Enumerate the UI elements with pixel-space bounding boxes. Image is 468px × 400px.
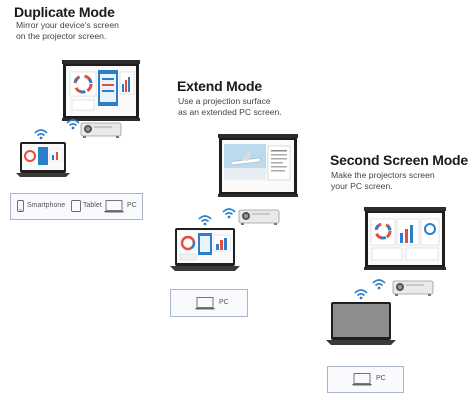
projection-screen-icon xyxy=(218,134,298,197)
device-box-extend: PC xyxy=(170,289,248,317)
projection-screen-icon xyxy=(62,60,140,121)
wifi-icon xyxy=(198,215,212,226)
device-box-duplicate: Smartphone Tablet PC xyxy=(10,193,143,220)
wifi-icon xyxy=(372,279,386,290)
second-screen-mode-description: Make the projectors screen your PC scree… xyxy=(331,170,435,191)
device-box-second-screen: PC xyxy=(327,366,404,393)
extend-mode-description: Use a projection surface as an extended … xyxy=(178,96,282,117)
device-label-pc: PC xyxy=(127,202,137,209)
device-label-smartphone: Smartphone xyxy=(27,202,66,209)
laptop-icon xyxy=(195,297,215,310)
extend-mode-title: Extend Mode xyxy=(177,78,262,94)
device-label-pc: PC xyxy=(376,375,386,382)
laptop-icon xyxy=(170,228,240,271)
duplicate-mode-description: Mirror your device's screen on the proje… xyxy=(16,20,119,41)
laptop-icon xyxy=(16,142,70,177)
wifi-icon xyxy=(34,129,48,140)
device-label-pc: PC xyxy=(219,299,229,306)
second-screen-mode-title: Second Screen Mode xyxy=(330,152,468,168)
laptop-icon xyxy=(352,373,372,386)
projector-icon xyxy=(238,209,280,225)
projection-screen-icon xyxy=(364,207,446,270)
projector-icon xyxy=(80,122,122,138)
wifi-icon xyxy=(354,289,368,300)
tablet-icon xyxy=(71,200,81,212)
projector-icon xyxy=(392,280,434,296)
laptop-icon xyxy=(326,302,396,345)
wifi-icon xyxy=(66,119,80,130)
laptop-icon xyxy=(104,200,124,213)
device-label-tablet: Tablet xyxy=(83,202,102,209)
smartphone-icon xyxy=(17,200,24,212)
duplicate-mode-title: Duplicate Mode xyxy=(14,4,115,20)
wifi-icon xyxy=(222,208,236,219)
